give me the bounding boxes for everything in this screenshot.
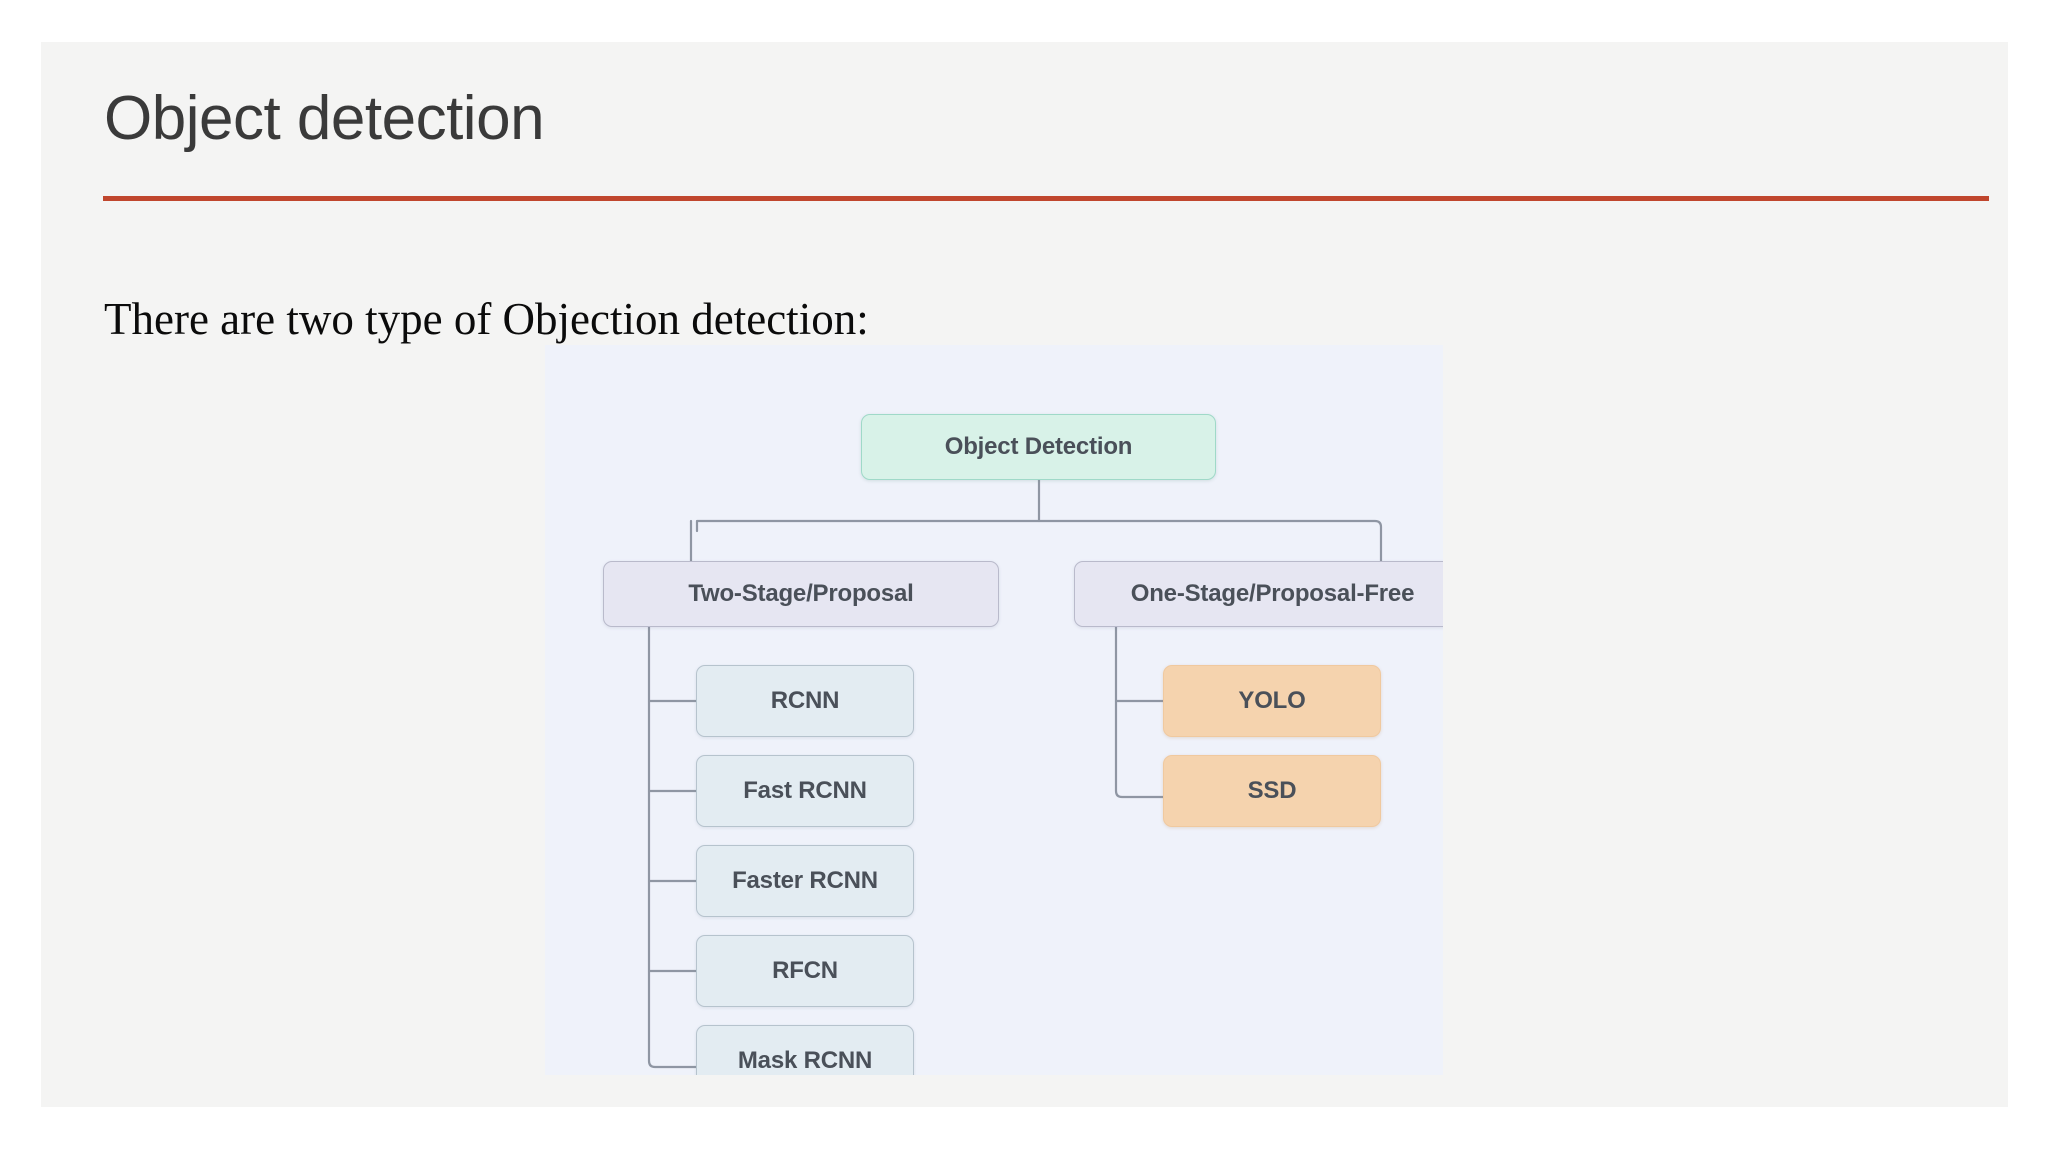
title-divider [103,196,1989,201]
object-detection-taxonomy-diagram: Object Detection Two-Stage/Proposal One-… [545,345,1443,1075]
node-label: RCNN [770,687,840,714]
node-fast-rcnn[interactable]: Fast RCNN [696,755,914,827]
edge-right-spine [1114,624,1165,799]
node-label: RFCN [772,957,838,984]
edge-bus-right [695,519,1383,563]
node-rfcn[interactable]: RFCN [696,935,914,1007]
node-yolo[interactable]: YOLO [1163,665,1381,737]
node-label: Fast RCNN [743,777,867,804]
node-label: YOLO [1238,687,1306,714]
node-object-detection[interactable]: Object Detection [861,414,1216,480]
node-label: Faster RCNN [732,867,878,894]
node-label: One-Stage/Proposal-Free [1130,580,1415,607]
node-label: Mask RCNN [737,1047,873,1074]
diagram-canvas: Object Detection Two-Stage/Proposal One-… [545,345,1443,1075]
slide-panel: Object detection There are two type of O… [41,42,2008,1107]
node-faster-rcnn[interactable]: Faster RCNN [696,845,914,917]
node-ssd[interactable]: SSD [1163,755,1381,827]
node-label: Object Detection [944,433,1133,460]
node-two-stage-proposal[interactable]: Two-Stage/Proposal [603,561,999,627]
node-mask-rcnn[interactable]: Mask RCNN [696,1025,914,1075]
node-label: Two-Stage/Proposal [688,580,914,607]
diagram-connectors [647,478,1383,1069]
page-title: Object detection [104,84,545,153]
edge-left-spine [647,624,698,1069]
node-label: SSD [1247,777,1297,804]
node-rcnn[interactable]: RCNN [696,665,914,737]
node-one-stage-proposal-free[interactable]: One-Stage/Proposal-Free [1074,561,1443,627]
body-paragraph: There are two type of Objection detectio… [104,294,869,344]
